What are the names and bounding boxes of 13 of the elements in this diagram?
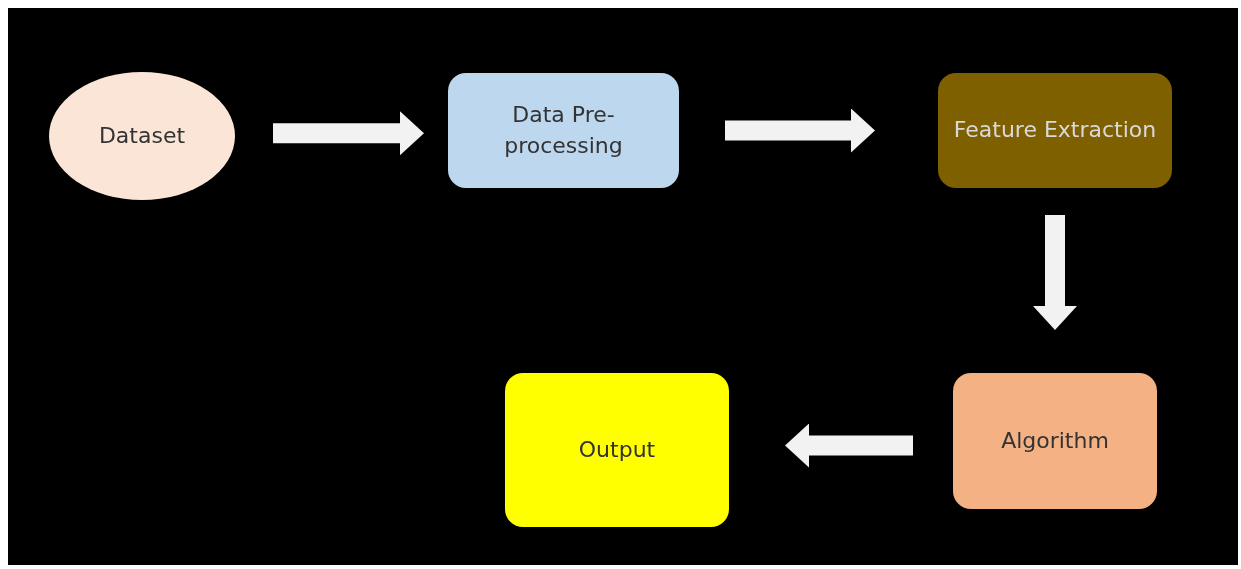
block-arrow <box>273 111 424 156</box>
block-arrow <box>1033 215 1077 330</box>
process-box <box>505 373 729 527</box>
node-label: Data Pre-processing <box>503 100 624 160</box>
node-label: Dataset <box>97 121 187 150</box>
process-box <box>938 73 1172 188</box>
process-box <box>953 373 1157 509</box>
node-label: Algorithm <box>1000 426 1110 455</box>
block-arrow <box>725 108 875 153</box>
process-box <box>448 73 679 188</box>
block-arrow <box>785 423 913 468</box>
node-label: Output <box>577 435 657 464</box>
node-label: Feature Extraction <box>952 116 1158 145</box>
